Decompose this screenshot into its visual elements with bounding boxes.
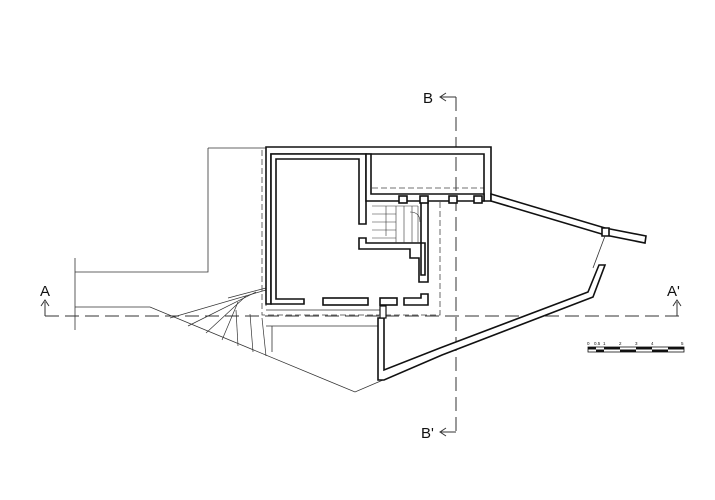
interior-stairs bbox=[372, 205, 421, 243]
section-label-b: B bbox=[423, 90, 433, 107]
annex-detail bbox=[592, 235, 606, 269]
projection-outline bbox=[261, 150, 484, 316]
scale-tick-5: 5 bbox=[681, 341, 684, 346]
scale-tick-2: 2 bbox=[619, 341, 622, 346]
building-walls bbox=[265, 146, 647, 381]
scale-tick-0-5: 0.5 bbox=[594, 341, 601, 346]
section-line-b bbox=[439, 92, 457, 437]
exterior-stairs bbox=[169, 287, 267, 357]
scale-tick-1: 1 bbox=[603, 341, 606, 346]
scale-tick-0: 0 bbox=[587, 341, 590, 346]
site-outline bbox=[74, 147, 384, 393]
scale-bar-labels: 0 0.5 1 2 3 4 5 bbox=[587, 341, 684, 346]
scale-bar bbox=[587, 346, 685, 353]
scale-tick-4: 4 bbox=[651, 341, 654, 346]
section-line-a bbox=[40, 299, 685, 317]
section-label-a: A bbox=[40, 283, 50, 300]
doorway-posts bbox=[379, 305, 387, 319]
scale-tick-3: 3 bbox=[635, 341, 638, 346]
section-label-b-prime: B' bbox=[421, 425, 434, 442]
section-label-a-prime: A' bbox=[667, 283, 680, 300]
